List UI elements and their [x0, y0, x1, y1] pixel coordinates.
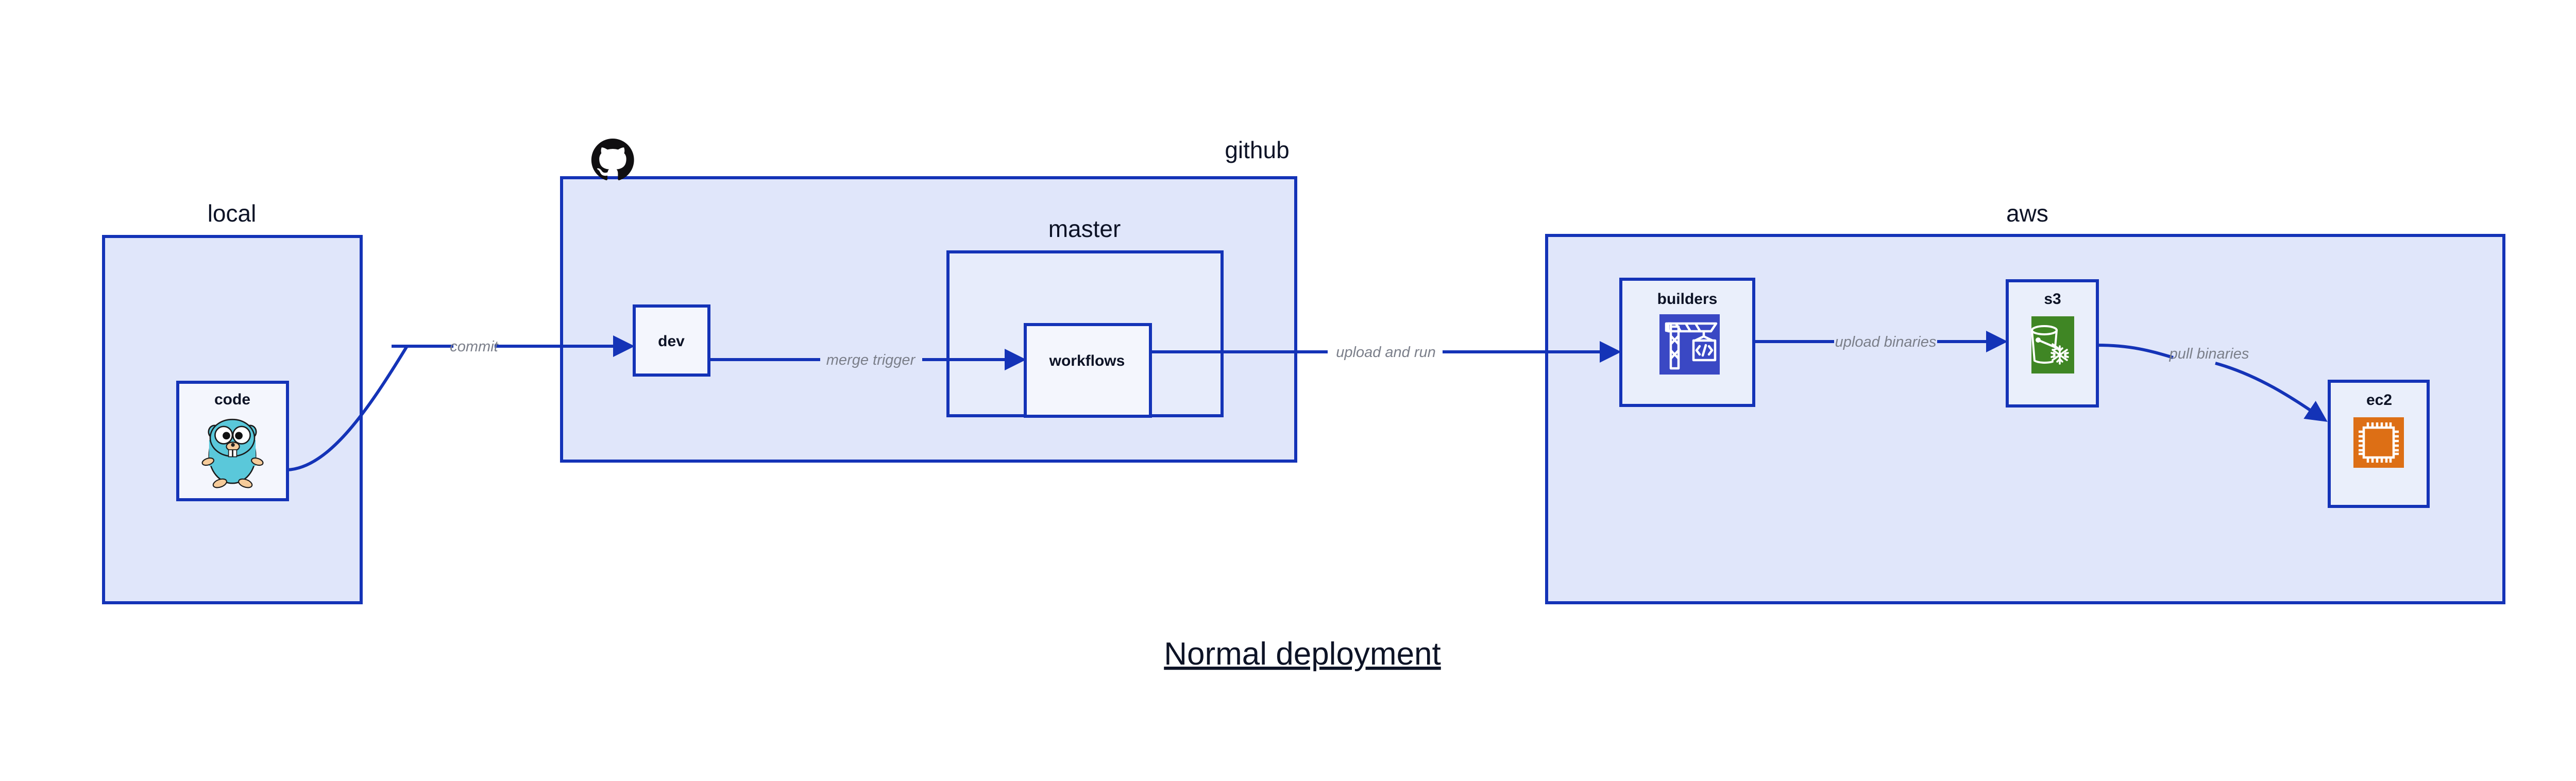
- node-box-workflows[interactable]: [1024, 323, 1152, 418]
- edge-pull-bin-curve-b: [2215, 362, 2328, 422]
- edge-label-pull-binaries: pull binaries: [2169, 346, 2249, 362]
- aws-ec2-chip-icon: [2353, 417, 2404, 468]
- node-code[interactable]: code: [176, 381, 289, 501]
- node-label-s3: s3: [2044, 291, 2061, 308]
- group-label-local: local: [208, 200, 257, 227]
- node-label-code: code: [214, 391, 250, 408]
- node-box-dev[interactable]: [633, 304, 710, 377]
- edge-label-upload-binaries: upload binaries: [1835, 334, 1937, 350]
- group-label-master: master: [1048, 215, 1121, 242]
- node-label-workflows: workflows: [1049, 352, 1125, 369]
- edge-label-commit: commit: [450, 338, 499, 355]
- node-s3[interactable]: s3: [2006, 279, 2099, 408]
- github-octocat-icon: [591, 139, 634, 180]
- edge-pull-binaries: pull binaries: [2097, 344, 2328, 422]
- node-label-ec2: ec2: [2366, 392, 2392, 409]
- edge-label-upload-and-run: upload and run: [1336, 344, 1436, 361]
- group-github: github dev master workflows: [560, 137, 1297, 463]
- node-label-builders: builders: [1657, 291, 1718, 308]
- edge-pull-bin-curve-a: [2097, 344, 2174, 359]
- node-dev[interactable]: dev: [633, 304, 710, 377]
- go-gopher-icon: [201, 418, 264, 488]
- node-builders[interactable]: builders: [1619, 278, 1755, 407]
- node-label-dev: dev: [658, 333, 685, 350]
- node-workflows[interactable]: workflows: [1024, 323, 1152, 418]
- edge-label-merge-trigger: merge trigger: [826, 352, 916, 368]
- group-label-aws: aws: [2006, 200, 2048, 227]
- edge-upload-binaries: upload binaries: [1754, 331, 2008, 352]
- group-master: master workflows: [946, 215, 1224, 418]
- edge-commit: commit: [287, 335, 635, 471]
- group-label-github: github: [1225, 137, 1289, 163]
- node-ec2[interactable]: ec2: [2328, 380, 2430, 508]
- edge-path-commit-curve: [287, 345, 409, 471]
- group-aws: aws builders: [1545, 200, 2505, 604]
- aws-s3-bucket-icon: [2031, 316, 2074, 373]
- edge-merge-trigger: merge trigger: [709, 349, 1026, 370]
- page-title: Normal deployment: [1164, 636, 1441, 672]
- edge-upload-and-run: upload and run: [1150, 341, 1621, 363]
- group-local: local code: [102, 200, 363, 604]
- aws-codebuild-crane-icon: [1659, 314, 1720, 375]
